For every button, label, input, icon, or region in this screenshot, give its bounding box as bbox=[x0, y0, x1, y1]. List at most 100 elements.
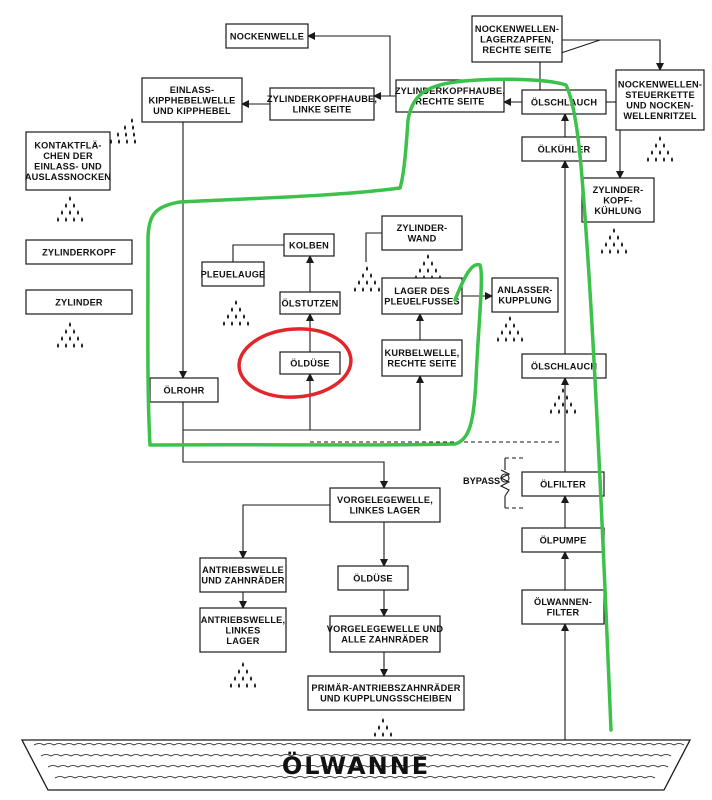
box-nockenwellen-lagerzapfen: NOCKENWELLEN-LAGERZAPFEN,RECHTE SEITE bbox=[471, 15, 563, 63]
oil-drop-icon bbox=[77, 210, 79, 215]
box-oelschlauch-oben: ÖLSCHLAUCH bbox=[521, 89, 607, 115]
oil-drop-icon bbox=[431, 261, 433, 266]
oil-drop-icon bbox=[250, 676, 252, 681]
box-label: KOPF- bbox=[603, 195, 633, 205]
connector-line bbox=[308, 35, 396, 97]
oil-drop-icon bbox=[509, 330, 511, 335]
oil-drop-icon bbox=[574, 409, 576, 414]
box-label: ZYLINDER bbox=[55, 297, 103, 307]
box-frame bbox=[521, 589, 605, 625]
box-label: ZYLINDER- bbox=[397, 223, 448, 233]
oil-drop-icon bbox=[558, 395, 560, 400]
box-vorgelegewelle-lager: VORGELEGEWELLE,LINKES LAGER bbox=[329, 487, 441, 523]
box-kolben: KOLBEN bbox=[283, 233, 335, 257]
box-oelwannenfilter: ÖLWANNEN-FILTER bbox=[521, 589, 605, 625]
box-label: WELLENRITZEL bbox=[623, 111, 697, 121]
box-label: ÖLWANNEN- bbox=[534, 597, 592, 607]
box-frame bbox=[521, 89, 607, 115]
box-oelfilter: ÖLFILTER bbox=[521, 471, 605, 497]
box-frame bbox=[395, 79, 505, 113]
oil-drop-icon bbox=[132, 125, 134, 130]
oil-drop-icon bbox=[246, 683, 248, 688]
oil-drop-icon bbox=[605, 242, 607, 247]
box-oelduese-unten: ÖLDÜSE bbox=[337, 565, 409, 591]
box-frame bbox=[329, 615, 441, 653]
box-label: ANTRIEBSWELLE, bbox=[201, 615, 285, 625]
oil-drop-icon bbox=[513, 323, 515, 328]
oil-drop-icon bbox=[419, 268, 421, 273]
box-label: LAGER DES bbox=[394, 286, 449, 296]
oil-drop-icon bbox=[655, 157, 657, 162]
sump-wave bbox=[47, 765, 669, 768]
box-label: ZYLINDERKOPF bbox=[42, 247, 116, 257]
oil-drop-icon bbox=[497, 337, 499, 342]
oil-drop-icon bbox=[227, 314, 229, 319]
oil-drop-icon bbox=[521, 337, 523, 342]
box-label: KOLBEN bbox=[289, 240, 329, 250]
oil-drop-icon bbox=[246, 669, 248, 674]
box-frame bbox=[141, 77, 243, 123]
box-frame bbox=[337, 565, 409, 591]
box-label: ÖLSCHLAUCH bbox=[531, 97, 597, 107]
oil-drop-icon bbox=[570, 402, 572, 407]
oil-drop-icon bbox=[125, 132, 127, 137]
oil-drop-icon bbox=[513, 337, 515, 342]
oil-drop-icon bbox=[69, 336, 71, 341]
oil-drop-icon bbox=[378, 725, 380, 730]
oil-drop-icon bbox=[362, 287, 364, 292]
box-frame bbox=[471, 15, 563, 63]
oil-drop-icon bbox=[663, 157, 665, 162]
box-label: EINLASS- UND bbox=[34, 162, 102, 172]
oil-drop-icon bbox=[609, 249, 611, 254]
box-label: UND KIPPHEBEL bbox=[153, 106, 231, 116]
connector-line bbox=[182, 430, 388, 489]
oil-drop-icon bbox=[382, 718, 384, 723]
oil-drop-icon bbox=[57, 217, 59, 222]
box-frame bbox=[329, 487, 441, 523]
box-zylinderkopfhaube-links: ZYLINDERKOPFHAUBE,LINKE SEITE bbox=[267, 87, 377, 121]
box-label: ZYLINDERKOPFHAUBE, bbox=[395, 86, 505, 96]
box-label: STEUERKETTE bbox=[625, 90, 695, 100]
oil-drop-icon bbox=[435, 268, 437, 273]
component-boxes: NOCKENWELLE NOCKENWELLEN-LAGERZAPFEN,RECH… bbox=[25, 15, 705, 711]
oil-drop-icon bbox=[254, 683, 256, 688]
oil-drop-icon bbox=[238, 683, 240, 688]
box-label: KURBELWELLE, bbox=[385, 348, 460, 358]
box-frame bbox=[521, 353, 607, 379]
box-anlasser-kupplung: ANLASSER-KUPPLUNG bbox=[491, 277, 559, 313]
oil-drop-icon bbox=[501, 330, 503, 335]
box-label: AUSLASSNOCKEN bbox=[25, 172, 111, 182]
highlight-circle bbox=[237, 327, 353, 399]
oil-drop-icon bbox=[613, 242, 615, 247]
oil-drop-icon bbox=[231, 321, 233, 326]
oil-drop-icon bbox=[505, 323, 507, 328]
box-label: KÜHLUNG bbox=[594, 206, 641, 216]
box-label: KUPPLUNG bbox=[498, 296, 551, 306]
oil-drop-icon bbox=[238, 669, 240, 674]
oil-drop-icon bbox=[126, 139, 128, 144]
box-label: CHEN DER bbox=[43, 151, 93, 161]
sump-wave bbox=[54, 776, 656, 779]
box-zylinderwand: ZYLINDER-WAND bbox=[381, 215, 463, 251]
oil-drop-icon bbox=[667, 150, 669, 155]
oil-drop-icon bbox=[617, 235, 619, 240]
oil-drop-icon bbox=[223, 321, 225, 326]
oil-drop-icon bbox=[566, 395, 568, 400]
box-label: RECHTE SEITE bbox=[415, 97, 484, 107]
box-frame bbox=[149, 377, 219, 403]
box-nockenwelle: NOCKENWELLE bbox=[225, 23, 309, 49]
box-oelduese-oben: ÖLDÜSE bbox=[279, 351, 341, 375]
oil-drop-icon bbox=[81, 343, 83, 348]
oil-drop-icon bbox=[386, 725, 388, 730]
sump-wave bbox=[33, 743, 685, 746]
oil-drop-icon bbox=[625, 249, 627, 254]
oil-drop-icon bbox=[609, 235, 611, 240]
box-oelpumpe: ÖLPUMPE bbox=[521, 527, 605, 553]
connector-lines bbox=[179, 32, 664, 740]
box-zylinderkopf-kuehlung: ZYLINDER-KOPF-KÜHLUNG bbox=[581, 177, 655, 223]
oil-drop-icon bbox=[69, 196, 71, 201]
box-label: ANTRIEBSWELLE bbox=[202, 565, 284, 575]
